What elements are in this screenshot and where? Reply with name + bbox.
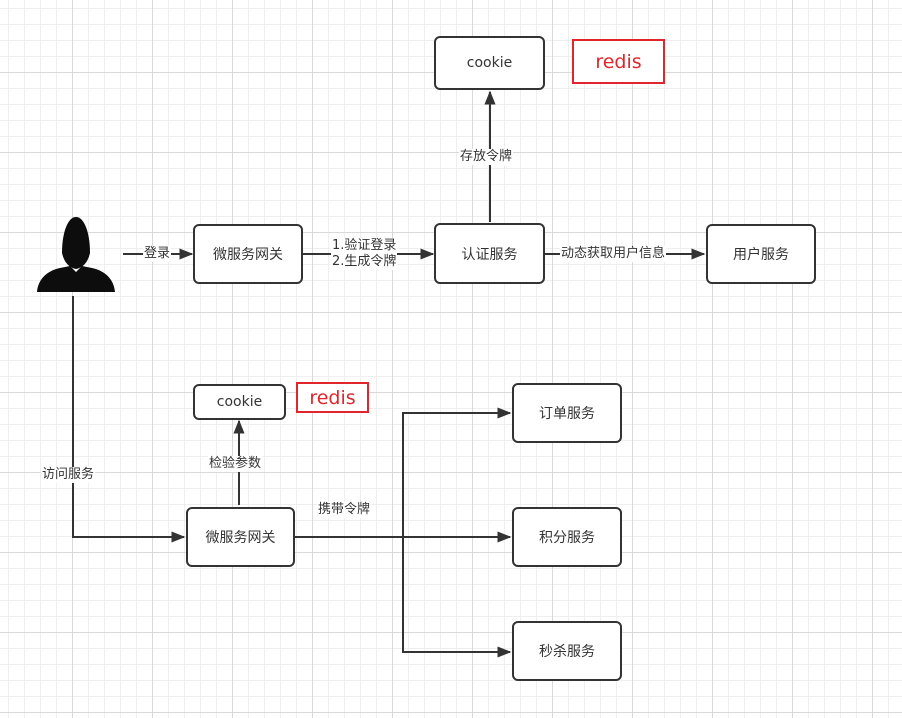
gateway-bottom-node: 微服务网关 bbox=[186, 507, 295, 567]
redis-top-label: redis bbox=[572, 39, 665, 84]
order-service-node: 订单服务 bbox=[512, 383, 622, 443]
fetch-user-info-label: 动态获取用户信息 bbox=[560, 246, 667, 262]
auth-service-node: 认证服务 bbox=[434, 223, 545, 284]
points-service-node: 积分服务 bbox=[512, 507, 622, 567]
cookie-bottom-node: cookie bbox=[193, 384, 286, 420]
gateway-top-node: 微服务网关 bbox=[193, 224, 303, 284]
user-service-node: 用户服务 bbox=[706, 224, 816, 284]
seckill-service-node: 秒杀服务 bbox=[512, 621, 622, 681]
edge-user-to-gateway-bottom bbox=[72, 296, 186, 543]
generate-token-label: 2.生成令牌 bbox=[332, 254, 397, 269]
gateway-auth-label: 1.验证登录 2.生成令牌 bbox=[331, 238, 398, 270]
store-token-label: 存放令牌 bbox=[459, 149, 514, 165]
access-service-label: 访问服务 bbox=[41, 467, 96, 483]
redis-bottom-label: redis bbox=[296, 382, 369, 413]
cookie-top-node: cookie bbox=[434, 36, 545, 90]
check-params-label: 检验参数 bbox=[208, 456, 263, 472]
verify-login-label: 1.验证登录 bbox=[332, 238, 397, 253]
user-silhouette-icon bbox=[37, 217, 115, 292]
login-label: 登录 bbox=[143, 246, 172, 262]
edge-branch-to-seckill bbox=[402, 537, 512, 658]
carry-token-label: 携带令牌 bbox=[317, 502, 372, 518]
edge-branch-to-order bbox=[402, 407, 512, 537]
